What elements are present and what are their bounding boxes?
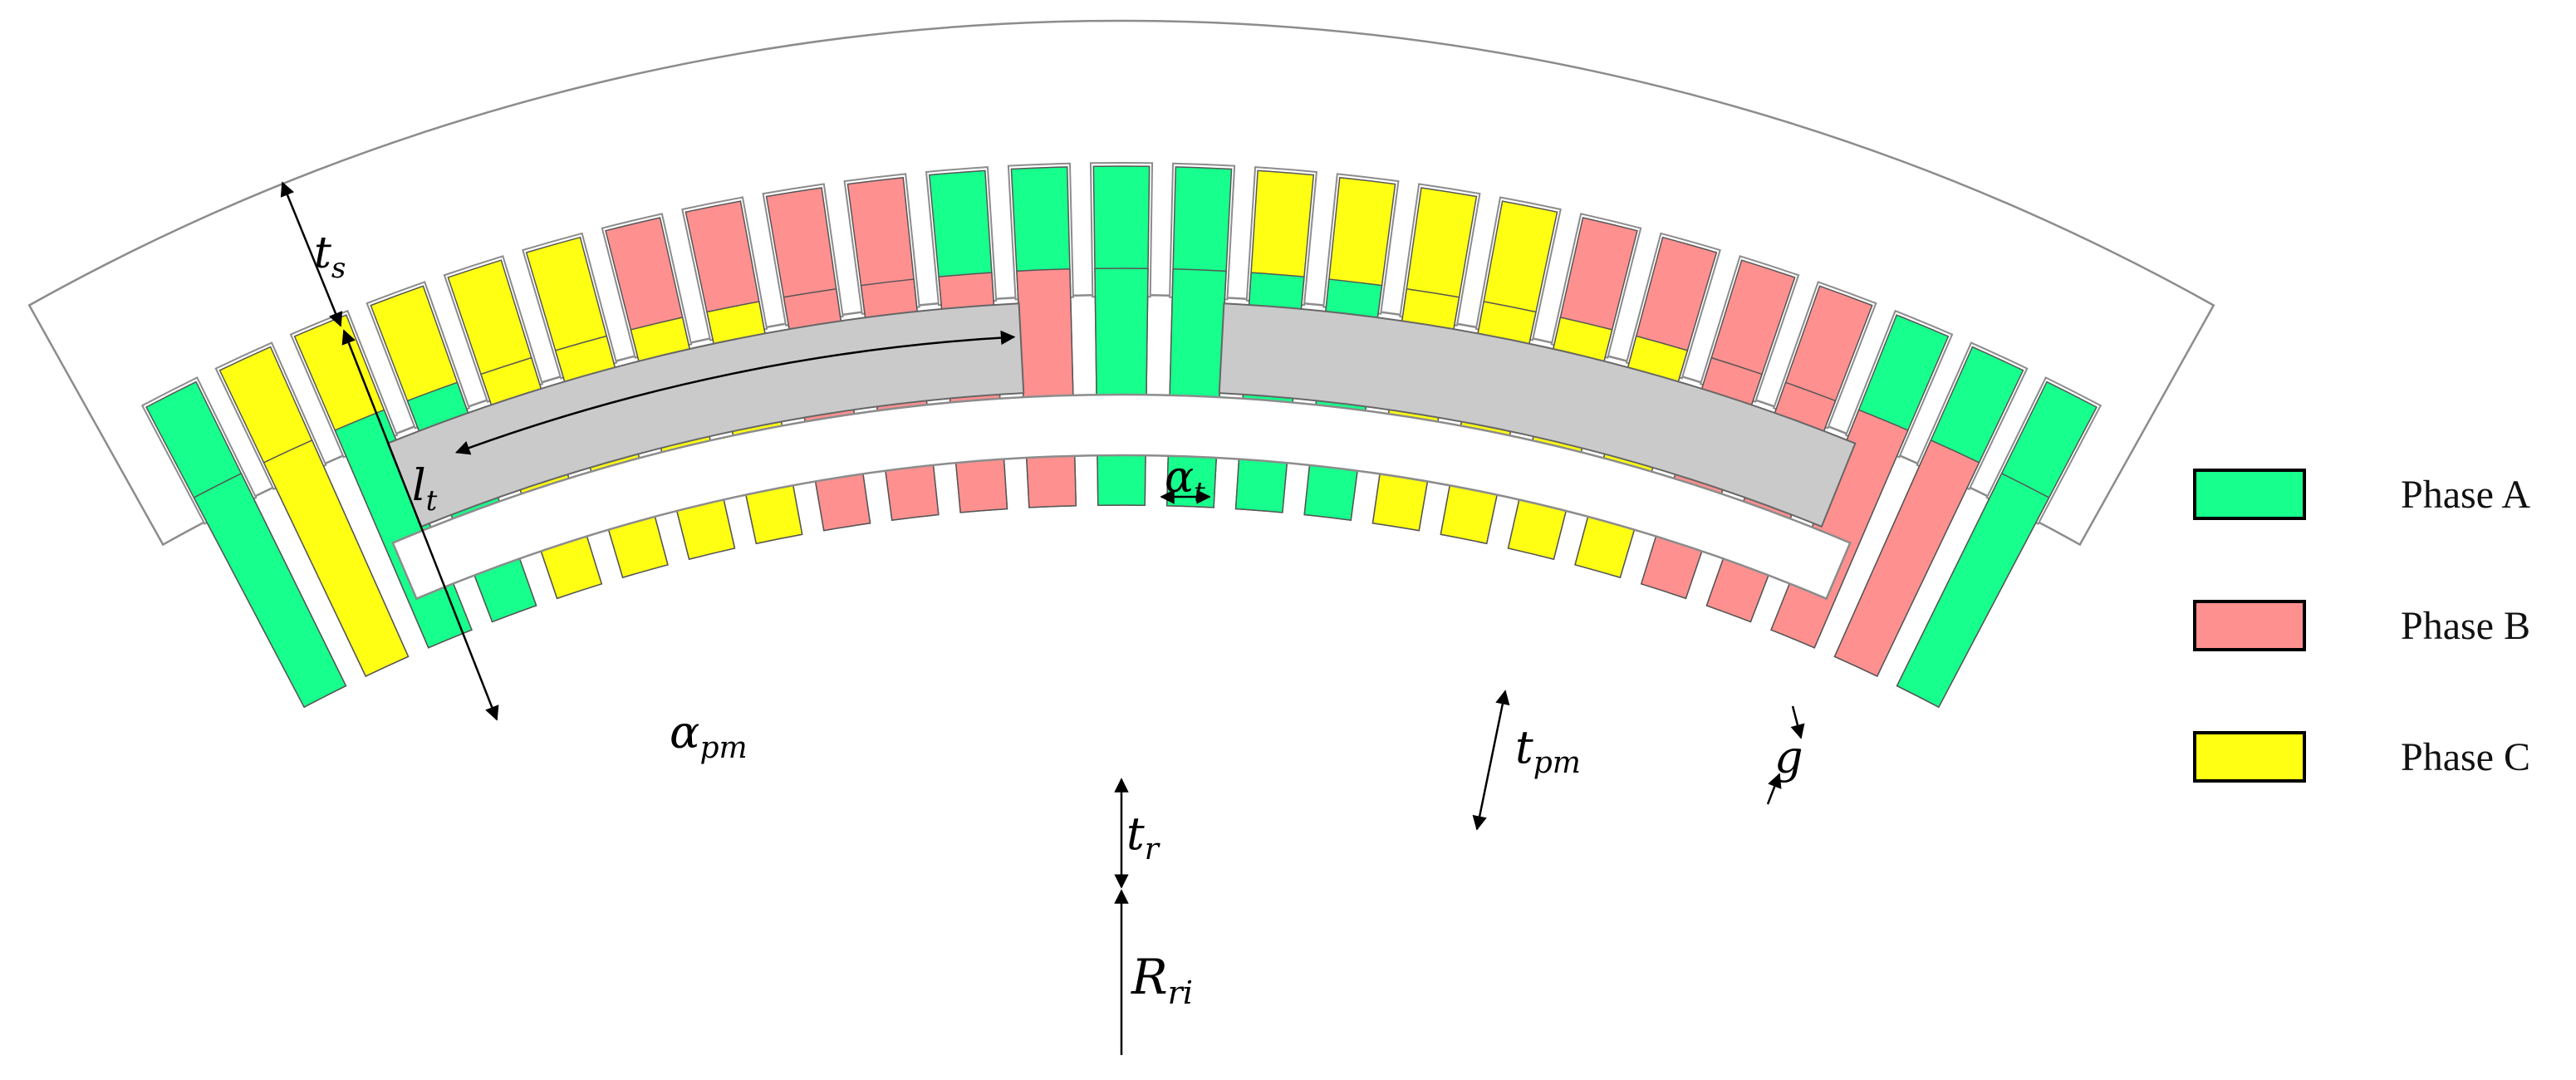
legend-item-phase-a: Phase A <box>2193 465 2530 523</box>
dimension-g-top <box>1790 705 1805 739</box>
winding-inner-layer <box>1094 268 1149 506</box>
dimension-t-s <box>280 181 343 327</box>
dimension-t-pm <box>1472 690 1510 831</box>
label-t-r: tr <box>1126 808 1160 866</box>
label-r-ri: Rri <box>1131 949 1193 1011</box>
dimension-l-t <box>341 329 499 721</box>
label-g: g <box>1774 731 1803 783</box>
winding-inner-layer <box>1016 268 1077 508</box>
legend-swatch-phase-a <box>2193 469 2306 520</box>
legend-label-phase-a: Phase A <box>2401 472 2530 517</box>
stator-slot <box>1896 376 2103 709</box>
dimension-arrows <box>280 181 1805 1055</box>
legend-swatch-phase-c <box>2193 731 2306 783</box>
label-t-pm: tpm <box>1515 721 1581 780</box>
winding-inner-layer <box>1833 439 1980 677</box>
label-alpha-t: αt <box>1165 453 1205 509</box>
dimension-g-bottom <box>1766 773 1782 805</box>
label-t-s: ts <box>314 228 346 285</box>
legend: Phase A Phase B Phase C <box>2193 465 2530 859</box>
magnet-right <box>1218 302 1857 528</box>
winding-inner-layer <box>1896 472 2050 709</box>
legend-label-phase-c: Phase C <box>2401 734 2530 779</box>
label-alpha-pm: αpm <box>670 706 748 765</box>
dimension-alpha-pm <box>454 330 1016 455</box>
stator-slot <box>140 376 347 709</box>
stator-slot <box>1833 341 2029 677</box>
winding-inner-layer <box>193 472 347 709</box>
legend-item-phase-c: Phase C <box>2193 728 2530 786</box>
legend-label-phase-b: Phase B <box>2401 603 2530 648</box>
label-l-t: lt <box>412 461 438 518</box>
legend-item-phase-b: Phase B <box>2193 596 2530 655</box>
legend-swatch-phase-b <box>2193 600 2306 651</box>
